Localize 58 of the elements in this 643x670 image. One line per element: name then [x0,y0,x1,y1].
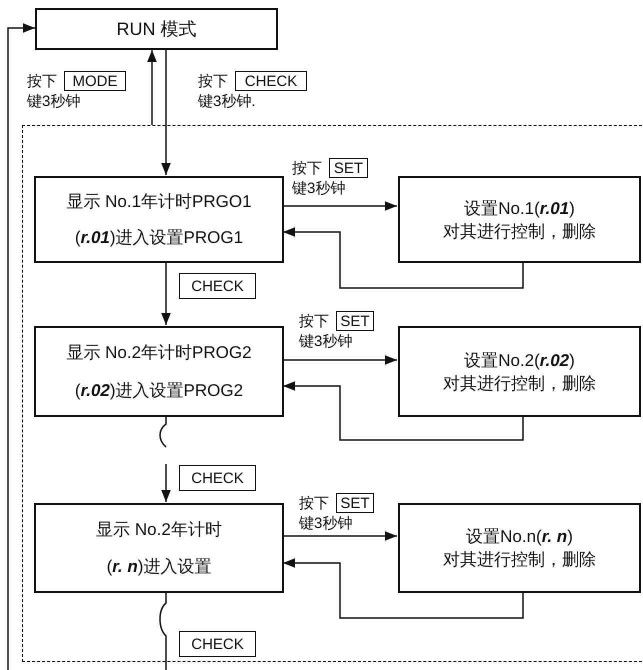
key-label: CHECK [191,470,244,486]
box-text: 显示 No.2年计时PROG2 [66,342,252,364]
process-box [34,326,284,417]
key-cap [329,158,368,178]
arrow [283,201,397,211]
key-cap [336,493,374,513]
key-cap [64,71,126,91]
key-label: SET [340,314,370,328]
key-label: SET [340,496,370,510]
key-instruction: 按下 [299,494,329,513]
arrow [7,23,35,670]
key-instruction: 键3秒钟 [27,92,80,111]
arrow [161,262,171,325]
box-text: 设置No.n(r. n) [466,526,573,548]
process-box [398,503,641,593]
box-text: RUN 模式 [116,18,196,41]
arrow [283,227,524,289]
key-cap [179,273,256,299]
box-text: (r.02)进入设置PROG2 [74,380,244,402]
box-text: (r. n)进入设置 [106,556,212,578]
key-label: SET [334,160,364,176]
box-text: 设置No.1(r.01) [464,198,575,220]
arrow [161,464,171,502]
box-text: 设置No.2(r.02) [464,350,575,372]
key-instruction: 键3秒钟 [299,514,352,533]
process-box [398,176,641,263]
process-box [34,503,284,593]
arrow [283,531,397,541]
mode-box [35,8,278,50]
key-label: MODE [72,74,118,88]
key-label: CHECK [244,74,298,88]
key-cap [179,465,256,491]
key-instruction: 按下 [198,72,228,91]
box-text: 对其进行控制，删除 [443,549,596,571]
key-label: CHECK [191,636,244,652]
box-text: 显示 No.2年计时 [96,519,222,541]
key-instruction: 键3秒钟. [198,92,256,111]
key-cap [179,631,256,657]
key-instruction: 按下 [27,72,57,91]
key-cap [336,311,374,331]
key-cap [235,71,307,91]
arrow [283,381,524,441]
box-text: 显示 No.1年计时PRGO1 [66,191,252,214]
key-instruction: 键3秒钟 [292,179,346,198]
box-text: 对其进行控制，删除 [443,220,596,242]
dashed-region [22,125,643,662]
key-instruction: 按下 [292,159,322,178]
process-box [398,326,641,417]
box-text: 对其进行控制，删除 [443,372,596,394]
key-instruction: 按下 [299,312,329,331]
process-box [34,176,284,263]
box-text: (r.01)进入设置PROG1 [74,226,244,249]
key-instruction: 键3秒钟 [299,332,352,351]
arrow [161,50,171,175]
arrow [147,50,157,125]
arrow [283,558,524,619]
key-label: CHECK [191,278,244,294]
arrow [283,355,397,365]
